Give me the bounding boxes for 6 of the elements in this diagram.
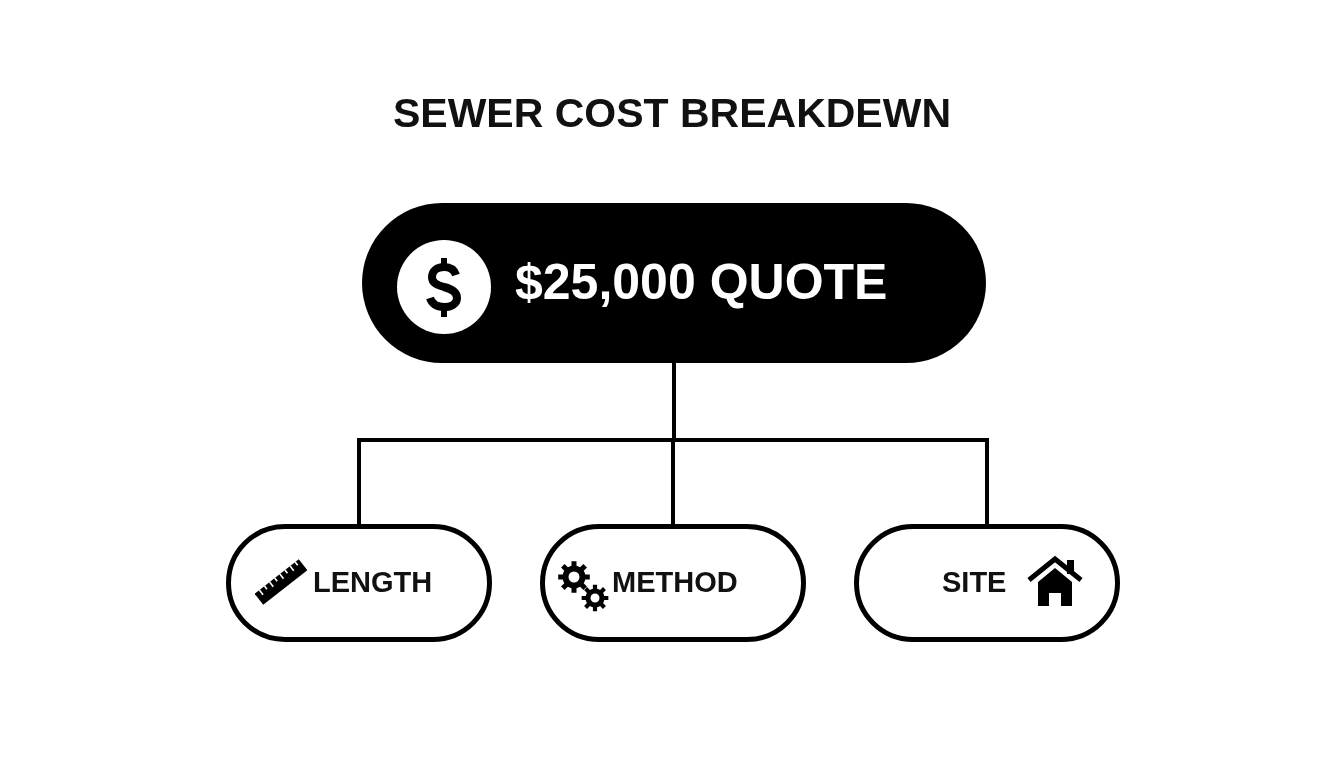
node-label: LENGTH [313,566,433,600]
node-label: $25,000 QUOTE [515,254,888,312]
connector-line [672,363,989,524]
node-label: SITE [942,566,1007,600]
node-label: METHOD [612,566,738,600]
diagram-title: SEWER COST BREAKDEWN [392,90,952,138]
